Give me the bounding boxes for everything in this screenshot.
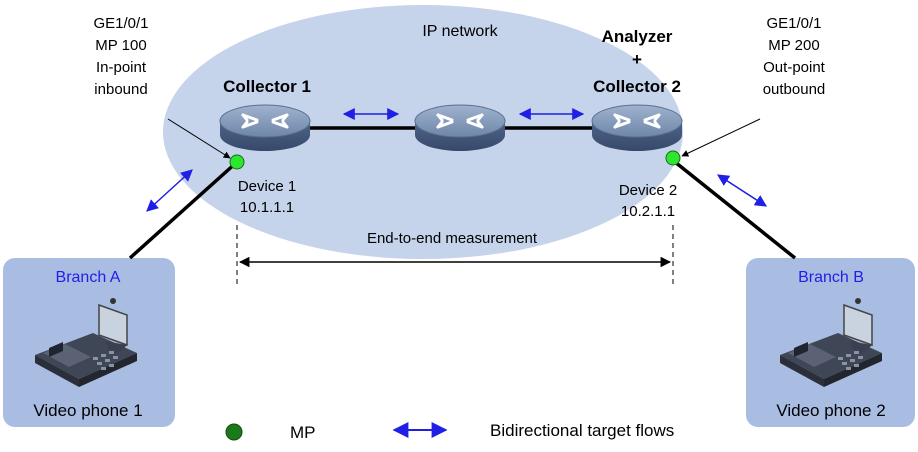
device-2-ip: 10.2.1.1 [621, 203, 675, 220]
callout-right-line4: outbound [763, 81, 826, 98]
analyzer-title: Analyzer [602, 27, 673, 46]
collector-1-title: Collector 1 [223, 77, 311, 96]
flow-arrow-branch-b [716, 174, 768, 207]
branch-b-device: Video phone 2 [776, 401, 885, 420]
callout-left-pointer [167, 118, 231, 159]
collector-1-router-icon [218, 103, 312, 153]
device-2-label: Device 2 [619, 182, 677, 199]
legend-mp-label: MP [290, 423, 316, 442]
branch-a-title: Branch A [56, 269, 121, 286]
mp-dot-device-2 [665, 150, 681, 166]
callout-left-line1: GE1/0/1 [93, 15, 148, 32]
callout-left-line3: In-point [96, 59, 147, 76]
callout-right-pointer [681, 118, 761, 157]
mp-dot-device-1 [229, 154, 245, 170]
callout-right-line1: GE1/0/1 [766, 15, 821, 32]
branch-b-title: Branch B [798, 269, 864, 286]
callout-left-line4: inbound [94, 81, 147, 98]
middle-router-icon [413, 103, 507, 153]
callout-right-line2: MP 200 [768, 37, 819, 54]
device-1-label: Device 1 [238, 178, 296, 195]
ip-network-label: IP network [422, 23, 498, 40]
callout-right-line3: Out-point [763, 59, 826, 76]
legend-mp-icon [225, 423, 243, 441]
analyzer-plus: + [632, 50, 642, 69]
legend-flow-label: Bidirectional target flows [490, 421, 674, 440]
device-1-ip: 10.1.1.1 [240, 199, 294, 216]
branch-a-device: Video phone 1 [33, 401, 142, 420]
link-branch-b [668, 156, 797, 260]
measurement-label: End-to-end measurement [367, 230, 538, 247]
collector-2-router-icon [590, 103, 684, 153]
collector-2-title: Collector 2 [593, 77, 681, 96]
callout-left-line2: MP 100 [95, 37, 146, 54]
flow-arrow-branch-a [146, 169, 193, 212]
